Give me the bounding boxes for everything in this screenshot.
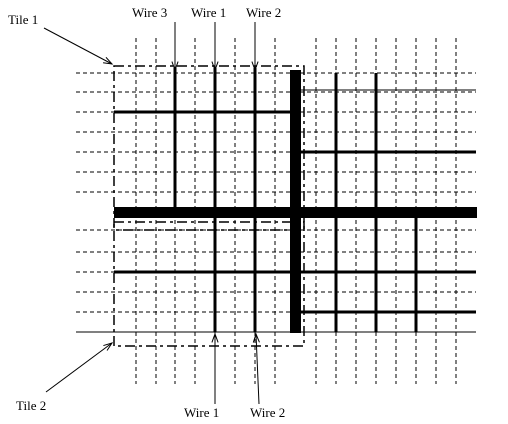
tile2-arrow-head [103, 342, 114, 351]
bottom-wire1-label: Wire 1 [184, 405, 219, 420]
bottom-wire1-arrow-head [211, 332, 219, 343]
top-wire1-arrow-head [211, 61, 219, 72]
tile2-outline [113, 221, 305, 347]
tile2-label: Tile 2 [16, 398, 46, 413]
bottom-wire2-label: Wire 2 [250, 405, 285, 420]
tile2-arrow [45, 342, 113, 393]
top-wire1-label: Wire 1 [191, 5, 226, 20]
top-wire2-arrow-head [251, 61, 259, 72]
bottom-wire2-arrow [255, 333, 260, 405]
heavy-vertical-bus [290, 70, 301, 333]
bottom-wire2-arrow-head [252, 332, 260, 343]
arrows [43, 22, 260, 405]
tile1-label: Tile 1 [8, 12, 38, 27]
tile-outlines [113, 65, 305, 347]
top-wire3-label: Wire 3 [132, 5, 167, 20]
tile1-arrow-head [103, 56, 114, 65]
thin-solid-tracks [76, 89, 476, 333]
thick-wire-segments [114, 68, 477, 333]
tile1-arrow [43, 27, 113, 65]
top-wire3-arrow-head [171, 61, 179, 72]
tile1-outline [113, 65, 305, 231]
top-wire2-label: Wire 2 [246, 5, 281, 20]
